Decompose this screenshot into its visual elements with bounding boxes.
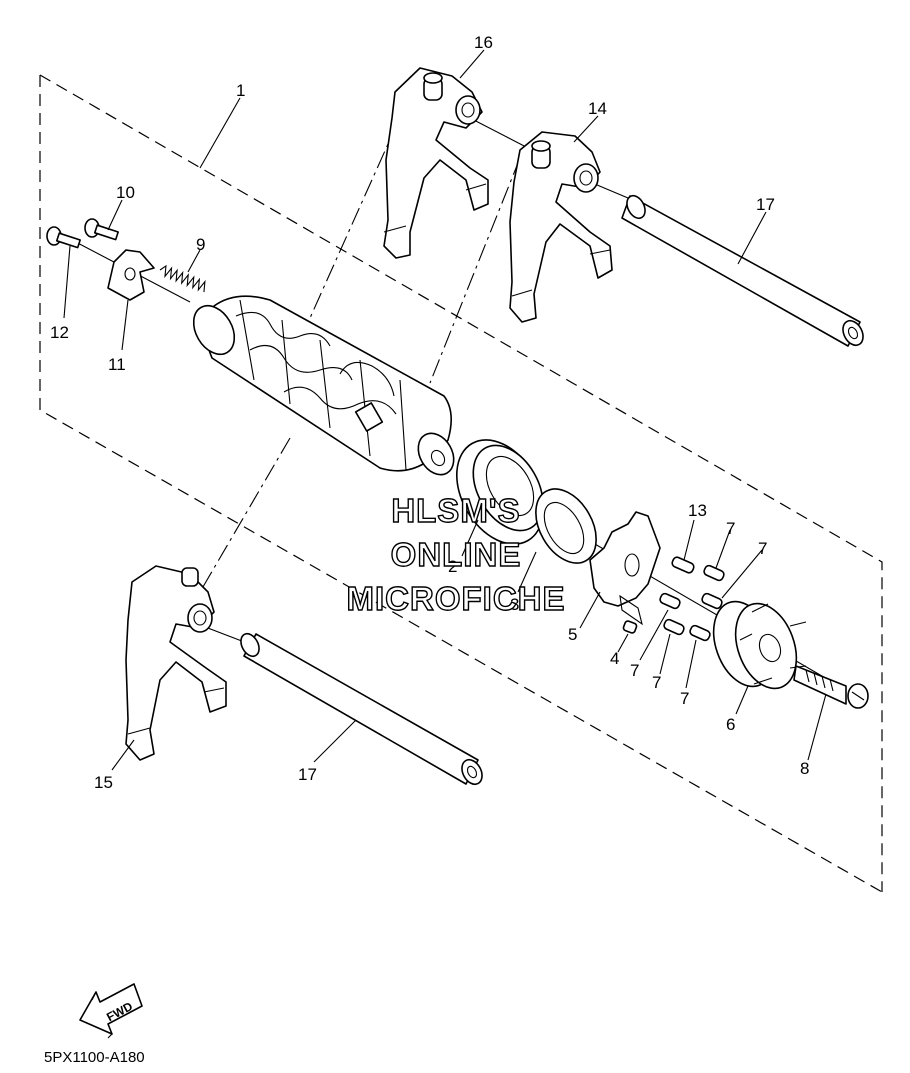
callout-17-upper: 17 [756,195,775,214]
spring [159,264,206,293]
watermark-line-1: HLSM'S [391,492,520,529]
screw-8 [793,665,869,709]
callout-7-c: 7 [630,661,639,680]
callout-13: 13 [688,501,707,520]
bearing [455,439,545,545]
watermark: HLSM'S ONLINE MICROFICHE [346,491,566,617]
pin-7-e [689,624,711,642]
drum-segment [712,600,807,690]
pin-7-b [701,592,723,610]
callout-1: 1 [236,81,245,100]
callout-10: 10 [116,183,135,202]
callout-9: 9 [196,235,205,254]
callout-8: 8 [800,759,809,778]
leader-lines [63,49,827,771]
callout-11: 11 [108,355,126,374]
callout-16: 16 [474,33,493,52]
shift-fork-guide-bar-lower [240,632,483,786]
figure-code: 5PX1100-A180 [44,1049,145,1066]
pin-7-d [663,618,685,636]
callout-6: 6 [726,715,735,734]
pin-13 [671,556,695,574]
shift-drum [192,295,455,476]
pin-7-a [703,564,725,582]
forward-arrow-icon: FWD [79,983,143,1039]
callout-7-b: 7 [758,539,767,558]
callout-3: 3 [510,595,519,614]
callout-5: 5 [568,625,577,644]
callout-17-lower: 17 [298,765,317,784]
callout-12: 12 [50,323,69,342]
collar [535,488,597,564]
screw-12 [46,226,81,249]
pin-4 [622,620,638,634]
shift-fork-guide-bar-upper [621,194,864,347]
assembly-boundary [39,74,883,893]
callout-2: 2 [448,557,457,576]
callout-7-a: 7 [726,519,735,538]
callout-7-d: 7 [652,673,661,692]
screw-10 [84,218,119,241]
shift-fork-upper-left [383,67,489,259]
shift-fork-upper-right [509,131,613,323]
watermark-line-3: MICROFICHE [347,580,566,617]
stopper-plate [107,249,155,301]
callout-4: 4 [610,649,619,668]
shift-fork-lower [125,565,227,761]
callout-15: 15 [94,773,113,792]
callout-labels: 1 2 3 4 5 6 7 7 7 7 7 7 8 9 10 11 12 13 … [50,33,809,792]
callout-7-e: 7 [680,689,689,708]
pin-7-c [659,592,681,610]
callout-14: 14 [588,99,607,118]
segment-plate [589,511,661,626]
watermark-line-2: ONLINE [391,536,522,573]
